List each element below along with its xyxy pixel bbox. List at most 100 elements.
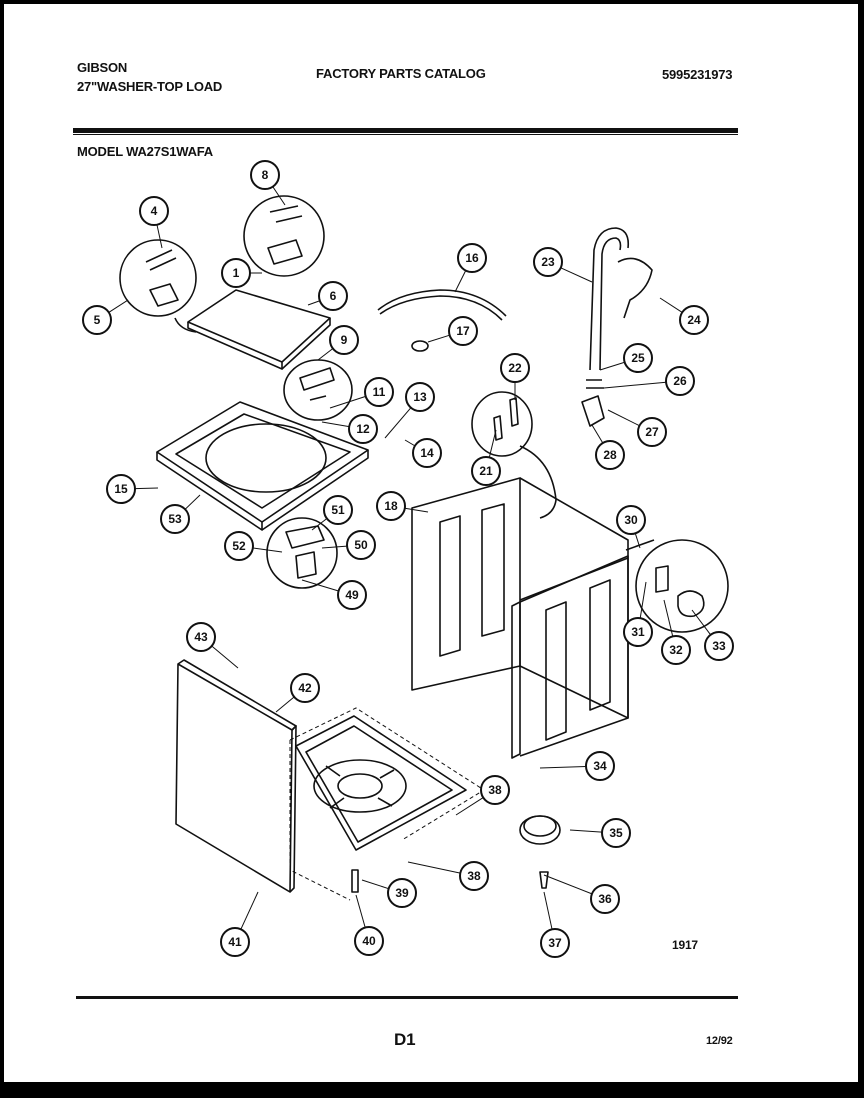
callout-leader [321,545,348,549]
callout-leader [361,879,389,890]
cabinet [411,477,629,759]
callout-number: 24 [687,313,701,327]
callout-leader [311,518,328,531]
callout-circle [221,258,251,288]
callout-33: 33 [704,631,734,661]
callout-circle [337,580,367,610]
callout-leader [404,439,416,447]
callout-circle [405,382,435,412]
callout-circle [704,631,734,661]
callout-number: 36 [598,892,612,906]
front-panel [175,659,297,893]
callout-number: 34 [593,759,607,773]
callout-number: 23 [541,255,555,269]
callout-circle [590,884,620,914]
callout-leader [607,409,640,427]
callout-31: 31 [623,617,653,647]
callout-leader [321,421,350,428]
callout-39: 39 [387,878,417,908]
callout-number: 18 [384,499,398,513]
callout-leader [317,348,334,361]
callout-16: 16 [457,243,487,273]
callout-leader [134,487,159,490]
callout-leader [329,395,366,409]
callout-number: 26 [673,374,687,388]
callout-34: 34 [585,751,615,781]
callout-51: 51 [323,495,353,525]
callout-5: 5 [82,305,112,335]
callout-8: 8 [250,160,280,190]
leveling-legs [351,869,549,893]
product-description: 27"WASHER-TOP LOAD [77,79,223,94]
callout-number: 13 [413,390,427,404]
callout-number: 22 [508,361,522,375]
base-frame [295,715,467,851]
callout-circle [82,305,112,335]
tub-ring [519,815,561,845]
callout-number: 30 [624,513,638,527]
callout-22: 22 [500,353,530,383]
drain-hose [377,289,507,352]
callout-27: 27 [637,417,667,447]
callout-leader [659,297,683,313]
cabinet-clip-detail [471,391,557,519]
callout-number: 28 [603,448,617,462]
callout-circle [412,438,442,468]
header-rule [73,128,738,135]
callout-25: 25 [623,343,653,373]
callout-6: 6 [318,281,348,311]
callout-leader [639,581,647,619]
callout-circle [540,928,570,958]
callout-28: 28 [595,440,625,470]
callout-number: 31 [631,625,645,639]
callout-number: 5 [94,313,101,327]
bracket-detail [266,517,338,589]
callout-number: 38 [488,783,502,797]
callout-number: 15 [114,482,128,496]
callout-35: 35 [601,818,631,848]
callout-circle [106,474,136,504]
figure-id: 1917 [672,938,698,952]
callout-number: 9 [341,333,348,347]
model-number: MODEL WA27S1WAFA [77,144,213,159]
callout-leader [272,186,286,206]
callout-leader [184,494,201,510]
callout-30: 30 [616,505,646,535]
base-outline-dashed [289,707,485,901]
callout-circle [387,878,417,908]
callout-circle [448,316,478,346]
brand-name: GIBSON [77,60,128,75]
callout-circle [623,343,653,373]
callout-number: 33 [712,639,726,653]
callout-number: 16 [465,251,479,265]
top-panel [156,401,369,531]
callout-number: 4 [151,204,158,218]
callout-number: 21 [479,464,493,478]
callout-circle [139,196,169,226]
callout-circle [459,861,489,891]
callout-leader [407,861,461,874]
callout-18: 18 [376,491,406,521]
callout-21: 21 [471,456,501,486]
switch-detail [625,539,729,633]
callout-leader [275,696,295,713]
callout-number: 52 [232,539,246,553]
callout-number: 38 [467,869,481,883]
lid-switch-detail [283,359,353,421]
callout-circle [616,505,646,535]
inlet-hose [581,227,653,427]
callout-leader [634,533,641,549]
callout-leader [240,891,259,930]
callout-number: 11 [373,385,386,399]
callout-leader [560,267,593,283]
callout-number: 37 [548,936,562,950]
callout-number: 1 [233,266,240,280]
callout-leader [663,599,674,637]
callout-circle [318,281,348,311]
catalog-title: FACTORY PARTS CATALOG [316,66,486,81]
callout-number: 50 [354,538,368,552]
callout-leader [427,334,450,343]
callout-leader [539,765,587,769]
callout-32: 32 [661,635,691,665]
